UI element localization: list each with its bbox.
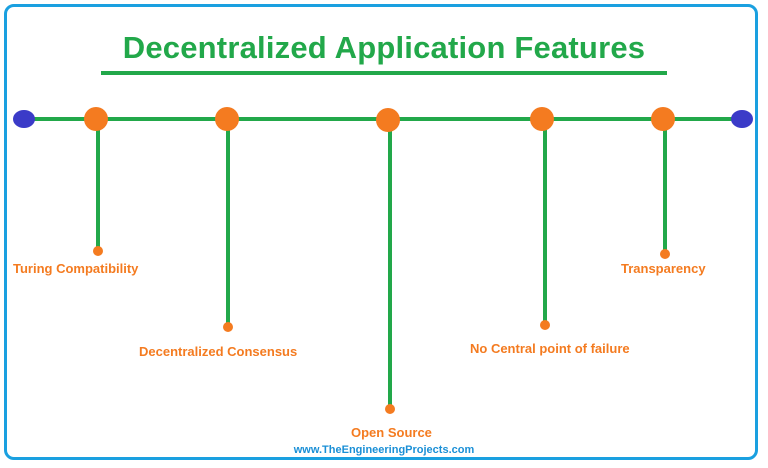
feature-label-3: Open Source: [351, 425, 432, 440]
timeline-end-endpoint: [731, 110, 753, 128]
feature-node-5: [651, 107, 675, 131]
title-underline: [101, 71, 667, 75]
feature-label-1: Turing Compatibility: [13, 261, 139, 276]
timeline-start-endpoint: [13, 110, 35, 128]
feature-node-2: [215, 107, 239, 131]
feature-node-1: [84, 107, 108, 131]
feature-node-4: [530, 107, 554, 131]
diagram-frame: [4, 4, 758, 460]
feature-endpoint-dot-2: [223, 322, 233, 332]
feature-label-4: No Central point of failure: [470, 341, 630, 356]
diagram-title: Decentralized Application Features: [122, 30, 646, 65]
feature-node-3: [376, 108, 400, 132]
feature-endpoint-dot-1: [93, 246, 103, 256]
website-footer: www.TheEngineeringProjects.com: [293, 444, 475, 456]
feature-endpoint-dot-3: [385, 404, 395, 414]
feature-label-2: Decentralized Consensus: [139, 344, 298, 359]
feature-endpoint-dot-5: [660, 249, 670, 259]
feature-label-5: Transparency: [621, 261, 706, 276]
feature-endpoint-dot-4: [540, 320, 550, 330]
